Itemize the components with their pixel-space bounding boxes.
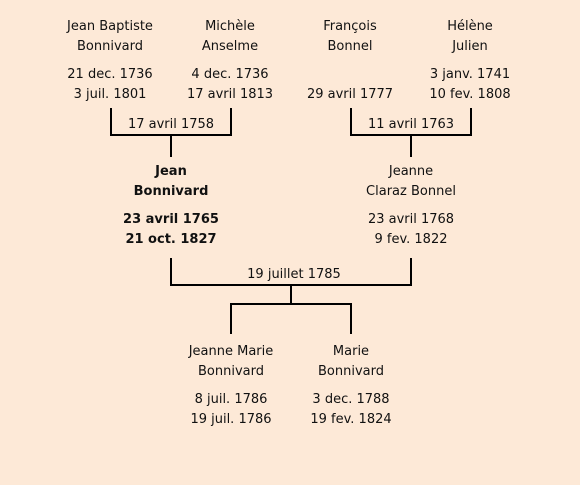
- person-helene-julien: Hélène Julien 3 janv. 1741 10 fev. 1808: [410, 17, 530, 105]
- person-name-first: Michèle: [205, 19, 255, 34]
- marriage-date-right: 11 avril 1763: [361, 117, 461, 133]
- person-name-last: Bonnel: [327, 39, 373, 54]
- person-name-last: Claraz Bonnel: [366, 184, 456, 199]
- marriage-date-left: 17 avril 1758: [121, 117, 221, 133]
- person-jean-bonnivard: Jean Bonnivard 23 avril 1765 21 oct. 182…: [101, 162, 241, 250]
- person-death-date: 21 oct. 1827: [125, 232, 217, 247]
- person-death-date: 29 avril 1777: [306, 87, 394, 102]
- person-name-first: Marie: [332, 344, 370, 359]
- person-death-date: 19 juil. 1786: [190, 412, 272, 427]
- person-name-last: Bonnivard: [77, 39, 143, 54]
- person-jeanne-claraz-bonnel: Jeanne Claraz Bonnel 23 avril 1768 9 fev…: [341, 162, 481, 250]
- person-name-first: Hélène: [447, 19, 493, 34]
- person-name-first: Jeanne: [388, 164, 434, 179]
- person-name-last: Bonnivard: [318, 364, 384, 379]
- person-death-date: 17 avril 1813: [186, 87, 274, 102]
- person-death-date: 19 fev. 1824: [310, 412, 392, 427]
- person-birth-date: [290, 65, 410, 85]
- person-birth-date: 4 dec. 1736: [191, 67, 269, 82]
- person-birth-date: 21 dec. 1736: [67, 67, 153, 82]
- person-michele-anselme: Michèle Anselme 4 dec. 1736 17 avril 181…: [170, 17, 290, 105]
- person-name-first: Jeanne Marie: [188, 344, 274, 359]
- person-birth-date: 8 juil. 1786: [194, 392, 268, 407]
- person-jean-baptiste-bonnivard: Jean Baptiste Bonnivard 21 dec. 1736 3 j…: [50, 17, 170, 105]
- person-name-last: Bonnivard: [133, 184, 209, 199]
- person-death-date: 9 fev. 1822: [374, 232, 448, 247]
- person-death-date: 10 fev. 1808: [429, 87, 511, 102]
- person-name-first: Jean: [155, 164, 187, 179]
- person-birth-date: 23 avril 1765: [123, 212, 219, 227]
- person-name-last: Julien: [452, 39, 488, 54]
- person-name-first: Jean Baptiste: [67, 19, 153, 34]
- person-francois-bonnel: François Bonnel 29 avril 1777: [290, 17, 410, 105]
- person-birth-date: 23 avril 1768: [367, 212, 455, 227]
- person-birth-date: 3 janv. 1741: [429, 67, 511, 82]
- person-death-date: 3 juil. 1801: [73, 87, 147, 102]
- person-name-last: Anselme: [201, 39, 259, 54]
- person-name-first: François: [323, 19, 377, 34]
- marriage-date-main: 19 juillet 1785: [236, 267, 352, 283]
- person-jeanne-marie-bonnivard: Jeanne Marie Bonnivard 8 juil. 1786 19 j…: [166, 342, 296, 430]
- person-name-last: Bonnivard: [198, 364, 264, 379]
- person-birth-date: 3 dec. 1788: [312, 392, 390, 407]
- person-marie-bonnivard: Marie Bonnivard 3 dec. 1788 19 fev. 1824: [286, 342, 416, 430]
